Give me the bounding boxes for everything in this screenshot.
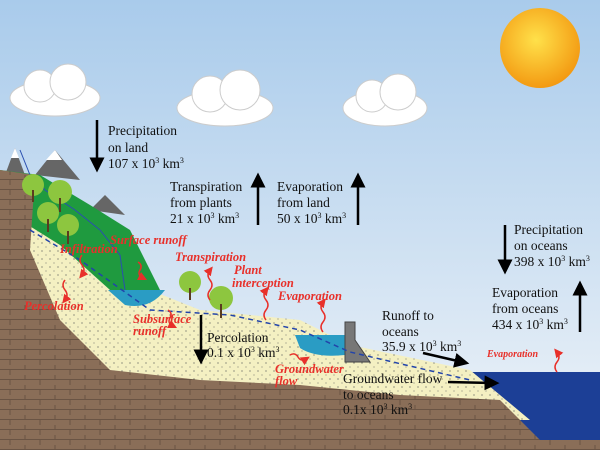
process-surface-runoff: Surface runoff xyxy=(110,233,188,247)
soil xyxy=(0,175,530,420)
process-arrows xyxy=(62,254,564,373)
lake xyxy=(108,290,165,306)
cloud xyxy=(342,73,428,127)
trees xyxy=(22,174,233,318)
label-percolation: Percolation 0.1 x 103 km3 xyxy=(207,330,280,360)
sun xyxy=(500,8,580,88)
process-infiltration: Infiltration xyxy=(59,242,118,256)
clouds xyxy=(9,63,428,127)
process-percolation: Percolation xyxy=(24,299,84,313)
grass-hill xyxy=(0,170,160,290)
reservoir xyxy=(295,335,345,356)
mountains xyxy=(5,148,125,215)
ocean xyxy=(465,372,600,450)
process-transpiration: Transpiration xyxy=(175,250,246,264)
cloud xyxy=(9,63,101,117)
bedrock xyxy=(0,170,600,450)
arrow-groundwater xyxy=(447,375,500,391)
cloud xyxy=(176,69,274,127)
flow-arrows xyxy=(89,120,588,391)
process-evaporation-ocean: Evaporation xyxy=(486,349,539,360)
arrow-runoff xyxy=(422,351,470,368)
process-evaporation-land: Evaporation xyxy=(277,289,342,303)
